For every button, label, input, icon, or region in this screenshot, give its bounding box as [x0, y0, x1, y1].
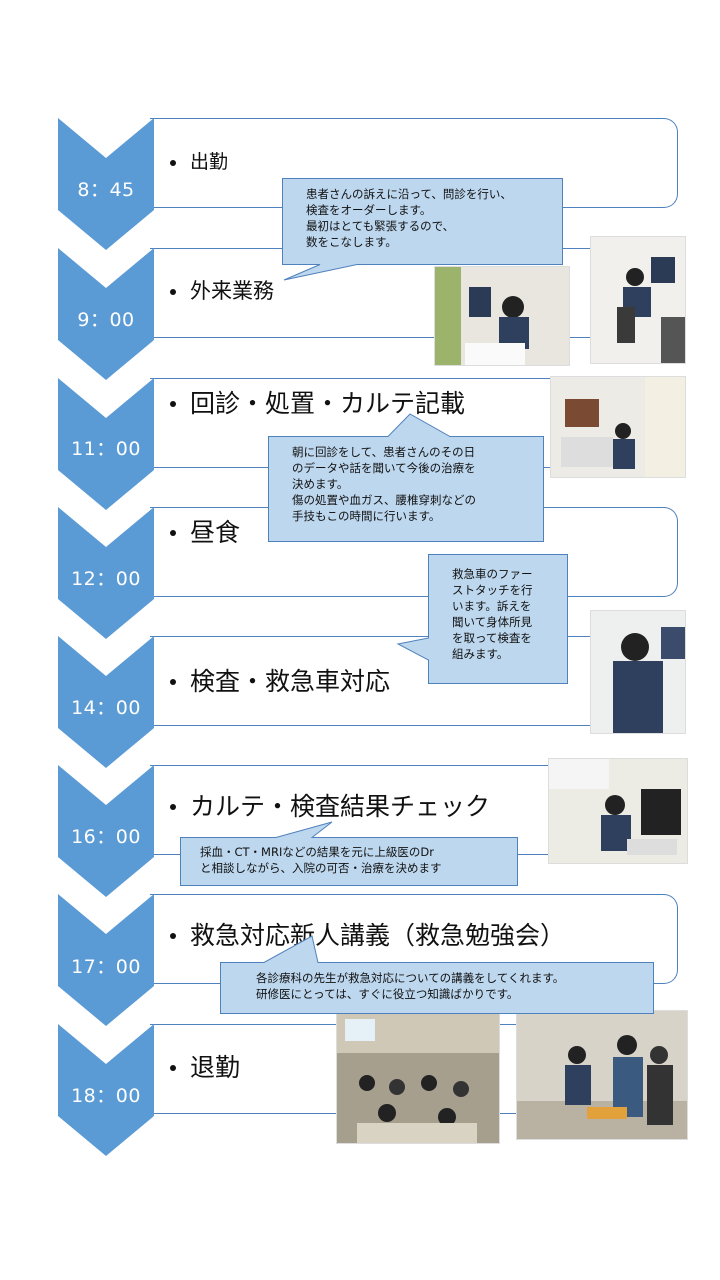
lecture-callout: 各診療科の先生が救急対応についての講義をしてくれます。 研修医にとっては、すぐに…: [220, 935, 654, 1014]
chevron-arrow: [58, 636, 154, 768]
callout-text: 採血・CT・MRIなどの結果を元に上級医のDr と相談しながら、入院の可否・治療…: [200, 845, 442, 875]
chevron-arrow: [58, 894, 154, 1026]
activity-label: 退勤: [190, 1053, 241, 1082]
chevron-arrow: [58, 248, 154, 380]
activity-label: 回診・処置・カルテ記載: [190, 389, 466, 418]
callout-text: 朝に回診をして、患者さんのその日 のデータや話を聞いて今後の治療を 決めます。 …: [292, 445, 476, 523]
bullet-dot: [170, 288, 176, 295]
time-label: 17：00: [71, 956, 141, 978]
time-label: 16：00: [71, 826, 141, 848]
outpatient-callout: 患者さんの訴えに沿って、問診を行い、 検査をオーダーします。 最初はとても緊張す…: [282, 178, 564, 282]
hands-on-training-photo: [516, 1010, 688, 1140]
time-label: 14：00: [71, 697, 141, 719]
chevron-arrow: [58, 118, 154, 250]
lecture-hall-photo: [336, 1012, 500, 1144]
time-label: 9：00: [77, 309, 135, 331]
activity-label: 検査・救急車対応: [190, 667, 391, 696]
doctor-typing-photo: [548, 758, 688, 864]
activity-label: 外来業務: [190, 279, 274, 303]
time-label: 12：00: [71, 568, 141, 590]
doctor-at-computer-photo: [434, 266, 570, 366]
doctor-at-desk-photo: [590, 236, 686, 364]
bullet-dot: [170, 803, 176, 810]
bullet-dot: [170, 678, 176, 685]
bullet-dot: [170, 529, 176, 536]
doctor-at-monitor-photo: [590, 610, 686, 734]
callout-text: 患者さんの訴えに沿って、問診を行い、 検査をオーダーします。 最初はとても緊張す…: [306, 187, 512, 249]
time-label: 18：00: [71, 1085, 141, 1107]
chevron-arrow: [58, 378, 154, 510]
bullet-dot: [170, 1064, 176, 1071]
bullet-dot: [170, 159, 176, 166]
time-label: 11：00: [71, 438, 141, 460]
procedure-room-photo: [550, 376, 686, 478]
chevron-arrow: [58, 507, 154, 639]
callout-text: 救急車のファー ストタッチを行 います。訴えを 聞いて身体所見 を取って検査を …: [452, 567, 533, 661]
chevron-arrow: [58, 765, 154, 897]
activity-label: カルテ・検査結果チェック: [190, 792, 491, 821]
results-callout: 採血・CT・MRIなどの結果を元に上級医のDr と相談しながら、入院の可否・治療…: [180, 821, 518, 886]
time-label: 8：45: [77, 179, 135, 201]
activity-label: 出勤: [190, 151, 229, 173]
activity-label: 昼食: [190, 518, 241, 547]
activity-label: 救急対応新人講義（救急勉強会）: [190, 921, 566, 950]
rounds-callout: 朝に回診をして、患者さんのその日 のデータや話を聞いて今後の治療を 決めます。 …: [268, 413, 544, 542]
callout-text: 各診療科の先生が救急対応についての講義をしてくれます。 研修医にとっては、すぐに…: [256, 971, 565, 1001]
bullet-dot: [170, 932, 176, 939]
ambulance-callout: 救急車のファー ストタッチを行 います。訴えを 聞いて身体所見 を取って検査を …: [396, 554, 570, 684]
chevron-arrow: [58, 1024, 154, 1156]
bullet-dot: [170, 400, 176, 407]
